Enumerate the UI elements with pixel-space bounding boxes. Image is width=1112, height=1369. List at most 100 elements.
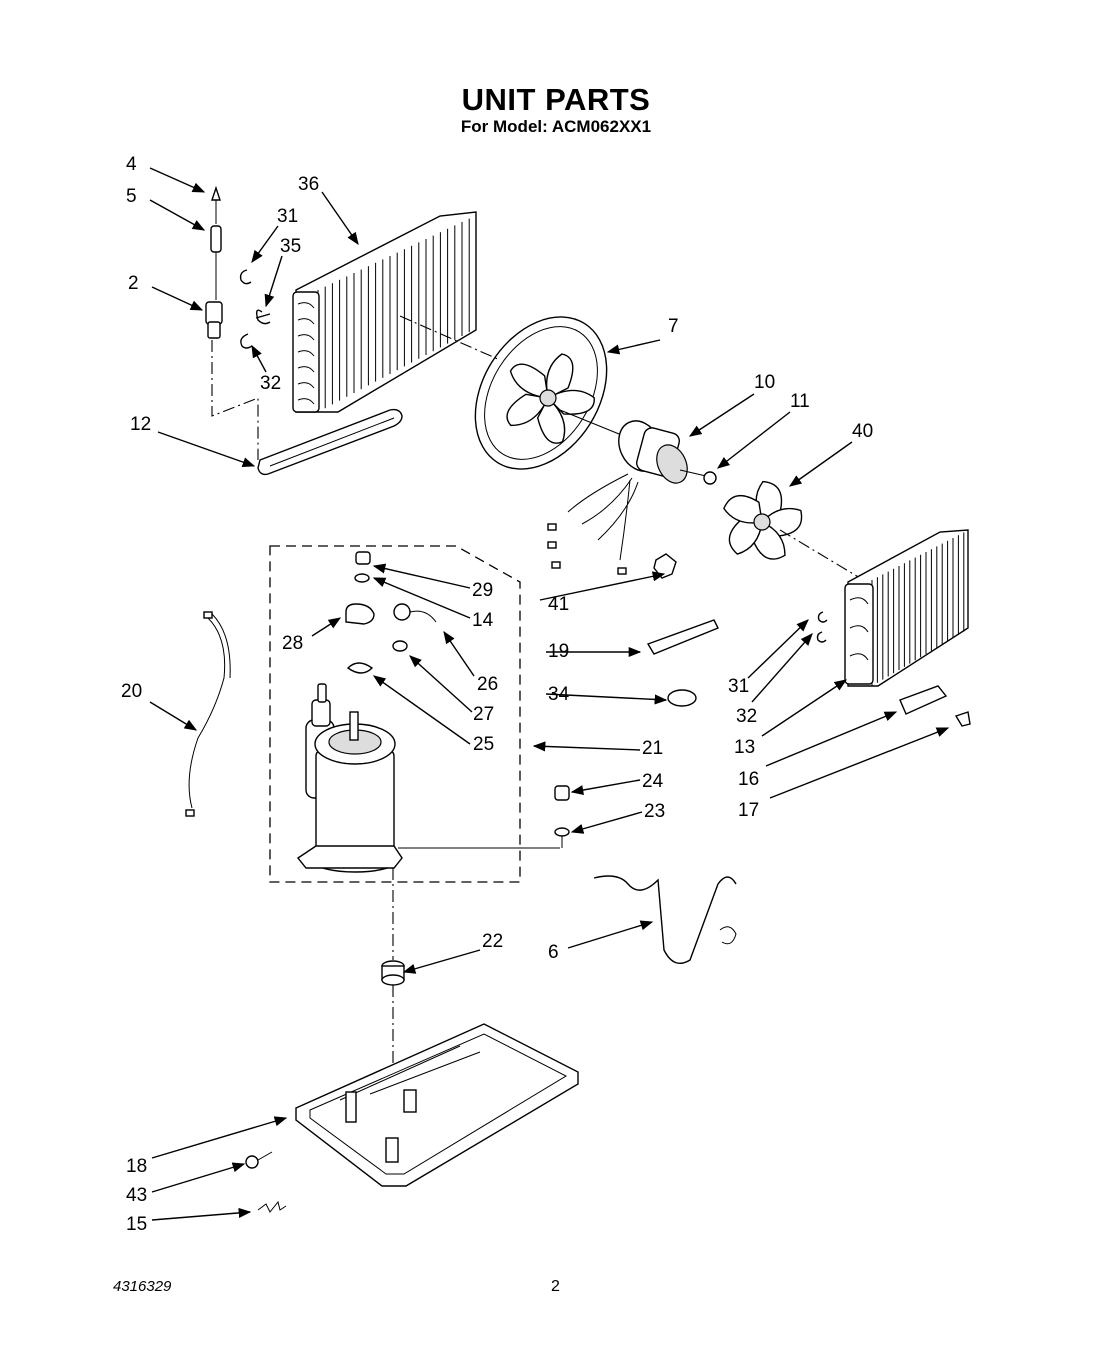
leader-arrow [151, 286, 204, 311]
callout-2: 2 [128, 273, 139, 294]
callout-11: 11 [790, 391, 810, 412]
part-5-tube [210, 225, 222, 253]
callout-40: 40 [852, 421, 873, 442]
page-title: UNIT PARTS [461, 82, 651, 117]
leader-arrow [567, 920, 654, 949]
part-14-washer [354, 573, 370, 583]
part-20-terminal-b [185, 809, 195, 817]
leader-arrow [788, 441, 853, 487]
leader-arrow [570, 779, 641, 795]
leader-arrow [321, 191, 359, 246]
callout-41: 41 [548, 594, 569, 615]
part-18-base-pan [295, 1023, 579, 1187]
callout-32: 32 [260, 373, 281, 394]
part-22-grommet [381, 960, 405, 986]
part-40-fan-blade [723, 480, 803, 560]
leader-arrow [688, 393, 755, 437]
leader-arrow [151, 1207, 252, 1221]
leader-arrow [149, 701, 198, 731]
part-13-evaporator-coil [844, 529, 969, 687]
callout-36: 36 [298, 174, 319, 195]
callout-19: 19 [548, 641, 569, 662]
part-15-clip [257, 1200, 287, 1213]
document-number: 4316329 [113, 1278, 172, 1295]
callout-24: 24 [642, 771, 664, 792]
callout-27: 27 [473, 704, 494, 725]
leader-arrow [545, 693, 668, 705]
clip-31-upper [239, 269, 252, 285]
leader-arrows [149, 167, 950, 1221]
callout-21: 21 [642, 738, 663, 759]
leader-arrow [372, 563, 471, 589]
clip-35 [255, 309, 271, 325]
part-41-clip [653, 553, 677, 579]
part-24-nut [554, 785, 570, 801]
compressor-group-box [269, 545, 521, 883]
part-4-cap [211, 185, 221, 224]
callout-15: 15 [126, 1214, 147, 1235]
model-subtitle: For Model: ACM062XX1 [460, 117, 652, 136]
leader-arrow [372, 675, 471, 745]
callout-32: 32 [736, 706, 757, 727]
leader-arrow [747, 619, 809, 679]
callout-29: 29 [472, 580, 493, 601]
part-2-leader-line [211, 340, 259, 460]
part-28-cover [345, 603, 375, 625]
callout-20: 20 [121, 681, 142, 702]
leader-arrow [570, 811, 643, 834]
clip-31-lower [817, 611, 828, 623]
leader-arrow [264, 255, 283, 308]
part-2-connector [205, 301, 223, 339]
part-12-tube-inner [269, 417, 395, 467]
callout-25: 25 [473, 734, 494, 755]
callout-5: 5 [126, 186, 137, 207]
axis-line-a [399, 315, 501, 361]
callout-17: 17 [738, 800, 759, 821]
leader-arrow [251, 344, 267, 373]
leader-arrow [251, 225, 279, 264]
callout-10: 10 [754, 372, 775, 393]
part-20-terminal-a [203, 611, 213, 619]
leader-arrow [372, 577, 471, 619]
callout-7: 7 [668, 316, 679, 337]
part-7-shroud [474, 316, 608, 470]
part-26-overload [393, 603, 437, 623]
axis-line-b [779, 529, 861, 579]
leader-arrow [751, 633, 813, 703]
part-10-motor [547, 409, 688, 575]
callout-23: 23 [644, 801, 665, 822]
callout-26: 26 [477, 674, 498, 695]
part-43-screw [245, 1151, 273, 1169]
callout-4: 4 [126, 154, 137, 175]
leader-arrow [765, 711, 898, 767]
clip-32-lower [816, 631, 827, 643]
part-21-compressor [296, 683, 403, 873]
callout-14: 14 [472, 610, 494, 631]
part-20-harness-b [211, 613, 231, 679]
callout-6: 6 [548, 942, 559, 963]
leader-arrow [717, 411, 791, 469]
part-6-tube-loop [719, 926, 737, 945]
leader-arrow [409, 655, 473, 713]
leader-arrow [532, 741, 641, 752]
callout-28: 28 [282, 633, 303, 654]
leader-arrow [149, 167, 206, 193]
leader-arrow [539, 571, 666, 601]
callout-34: 34 [548, 684, 570, 705]
callout-31: 31 [277, 206, 298, 227]
leader-arrow [402, 949, 481, 974]
callout-16: 16 [738, 769, 759, 790]
part-20-harness [188, 617, 226, 809]
leader-arrow [606, 339, 661, 355]
part-6-tube [593, 875, 737, 964]
callout-31: 31 [728, 676, 749, 697]
leader-arrow [311, 617, 342, 637]
part-19-strip [646, 619, 719, 655]
leader-arrow [761, 679, 848, 737]
part-11-screw [679, 469, 717, 485]
part-16-bracket [899, 685, 948, 715]
part-26-grommet [392, 640, 408, 652]
leader-arrow [443, 630, 475, 677]
part-34-ring [667, 689, 697, 707]
